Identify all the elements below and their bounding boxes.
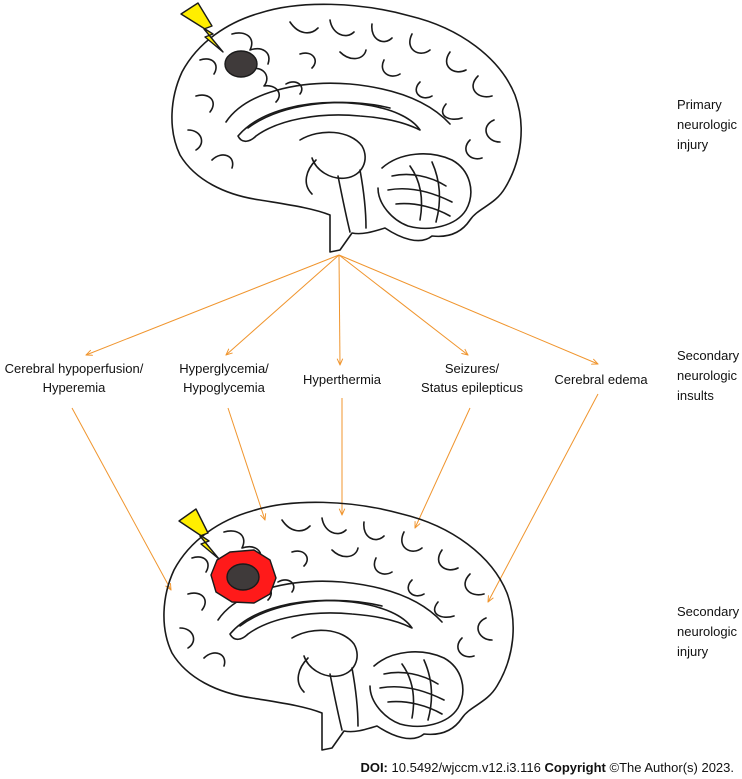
insult-line: Cerebral hypoperfusion/ xyxy=(4,361,144,376)
insult-line: Hypoglycemia xyxy=(183,380,265,395)
insult-line: Cerebral edema xyxy=(554,372,648,387)
insult-line: Hyperthermia xyxy=(302,372,382,387)
stage-label-line: neurologic xyxy=(677,624,737,639)
insult-edema: Cerebral edema xyxy=(546,370,656,389)
arrow-to-edema xyxy=(338,254,598,364)
citation-footer: DOI: 10.5492/wjccm.v12.i3.116 Copyright … xyxy=(360,760,734,775)
stage-label-line: insults xyxy=(677,388,714,403)
stage-label-line: injury xyxy=(677,644,709,659)
stage-label-line: Secondary xyxy=(677,348,740,363)
stage-label-line: neurologic xyxy=(677,117,737,132)
brain-top xyxy=(171,3,522,253)
insult-hypoperfusion: Cerebral hypoperfusion/ Hyperemia xyxy=(0,359,148,397)
arrow-to-hypoperfusion xyxy=(86,254,340,355)
lightning-bolt-icon-top xyxy=(180,2,224,53)
converge-arrows xyxy=(71,393,599,602)
stage-label-secondary-injury: Secondary neurologic injury xyxy=(677,602,739,662)
copyright-value: ©The Author(s) 2023. xyxy=(609,760,734,775)
lesion-icon-top xyxy=(224,50,258,78)
insult-line: Hyperglycemia/ xyxy=(179,361,269,376)
stage-label-secondary-insults: Secondary neurologic insults xyxy=(677,346,739,406)
insult-glycemia: Hyperglycemia/ Hypoglycemia xyxy=(168,359,280,397)
stage-label-line: Primary xyxy=(677,97,722,112)
lesion-icon-bottom xyxy=(210,549,277,604)
insult-line: Hyperemia xyxy=(42,380,106,395)
lesion-core xyxy=(226,563,260,591)
insult-line: Seizures/ xyxy=(444,361,500,376)
doi-value: 10.5492/wjccm.v12.i3.116 xyxy=(391,760,541,775)
lightning-bolt-icon-bottom xyxy=(178,508,220,560)
brain-bottom xyxy=(163,501,514,751)
arrow-to-seizures xyxy=(338,254,468,355)
stage-label-line: injury xyxy=(677,137,709,152)
arrow-to-glycemia xyxy=(226,254,340,355)
doi-label: DOI: xyxy=(360,760,388,775)
arrow-to-hyperthermia xyxy=(339,254,340,365)
arrow-from-seizures xyxy=(415,407,471,528)
fan-arrows xyxy=(86,254,598,365)
insult-hyperthermia: Hyperthermia xyxy=(290,370,394,389)
stage-label-primary: Primary neurologic injury xyxy=(677,95,737,155)
stage-label-line: Secondary xyxy=(677,604,740,619)
insult-seizures: Seizures/ Status epilepticus xyxy=(410,359,534,397)
arrow-from-glycemia xyxy=(227,407,265,520)
insult-line: Status epilepticus xyxy=(421,380,523,395)
arrow-from-hypoperfusion xyxy=(71,407,171,590)
copyright-label: Copyright xyxy=(544,760,606,775)
stage-label-line: neurologic xyxy=(677,368,737,383)
arrow-from-edema xyxy=(488,393,599,602)
